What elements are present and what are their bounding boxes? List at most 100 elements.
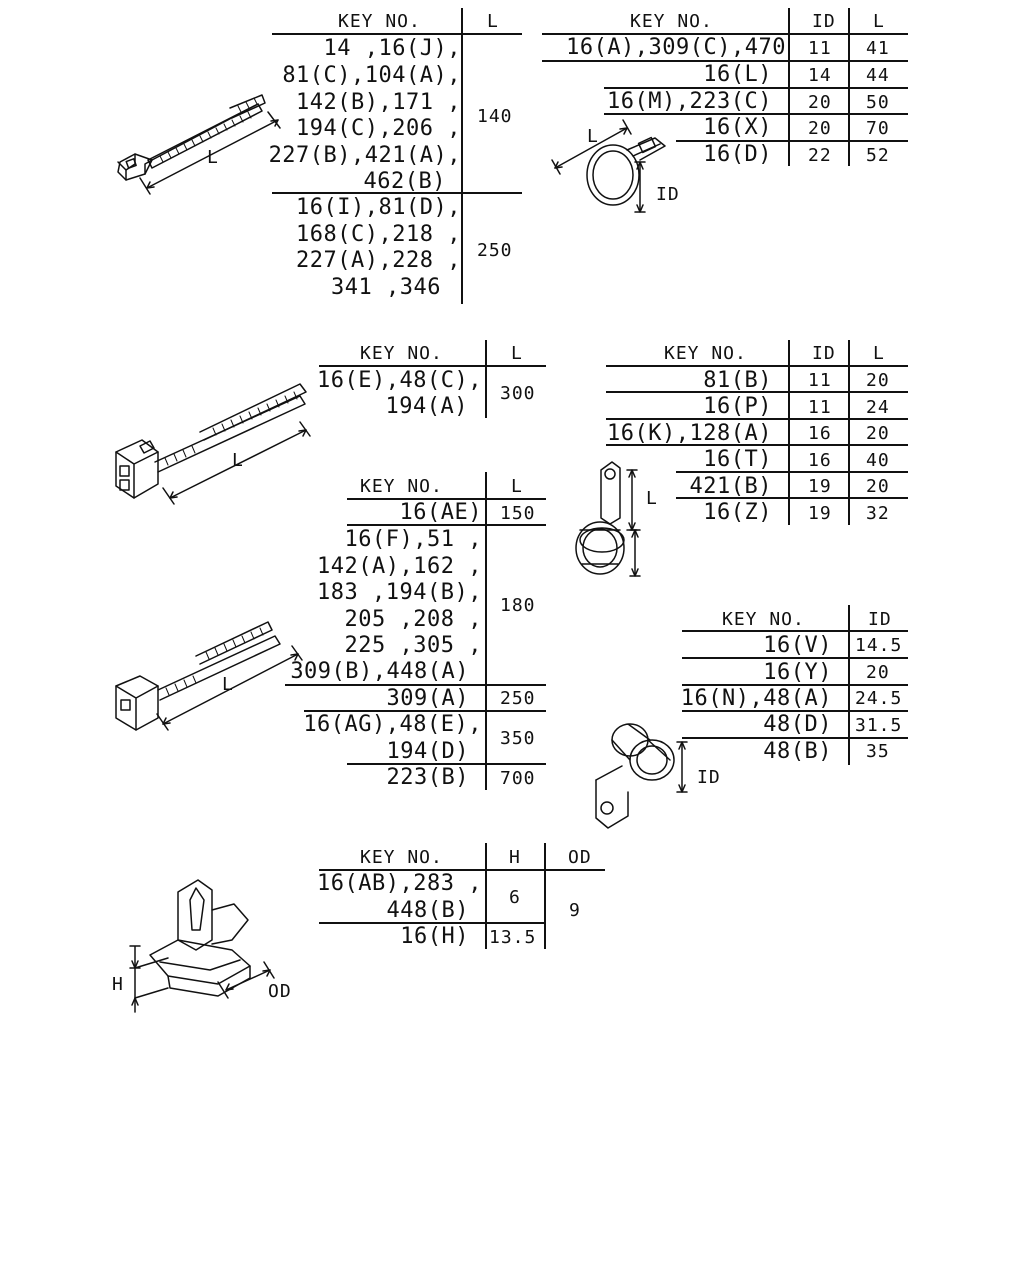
- clip2-od-label: OD: [268, 981, 292, 1002]
- clamp1-length-label: L: [587, 126, 599, 147]
- id-cell: 14: [808, 65, 832, 86]
- length-cell: 41: [866, 38, 890, 59]
- table-header-key: KEY NO.: [360, 847, 443, 868]
- key-cell: 16(I),81(D),: [296, 195, 461, 220]
- table-header-key: KEY NO.: [338, 11, 421, 32]
- id-cell: 11: [808, 370, 832, 391]
- key-cell: 16(M),223(C): [607, 89, 772, 114]
- id-cell: 22: [808, 145, 832, 166]
- key-cell: 16(D): [703, 142, 772, 167]
- table-header-l: L: [873, 343, 885, 364]
- height-cell: 6: [509, 887, 521, 908]
- key-cell: 309(A): [386, 686, 469, 711]
- key-cell: 309(B),448(A): [290, 659, 469, 684]
- table-header-id: ID: [868, 609, 892, 630]
- id-cell: 19: [808, 476, 832, 497]
- table-header-od: OD: [568, 847, 592, 868]
- key-cell: 16(AG),48(E),: [303, 712, 482, 737]
- length-cell: 250: [477, 240, 513, 261]
- key-cell: 227(A),228 ,: [296, 248, 461, 273]
- table-header-id: ID: [812, 343, 836, 364]
- key-cell: 194(A): [385, 394, 468, 419]
- length-cell: 20: [866, 476, 890, 497]
- table-header-key: KEY NO.: [722, 609, 805, 630]
- key-cell: 168(C),218 ,: [296, 222, 461, 247]
- key-cell: 16(Y): [763, 660, 832, 685]
- id-cell: 20: [866, 662, 890, 683]
- clip1-length-label: L: [646, 488, 658, 509]
- key-cell: 48(D): [763, 712, 832, 737]
- id-cell: 11: [808, 38, 832, 59]
- clip2-height-label: H: [112, 974, 124, 995]
- bracket-clamp-illustration: [595, 723, 688, 829]
- table-header-h: H: [509, 847, 521, 868]
- key-cell: 16(F),51 ,: [344, 527, 482, 552]
- table-header-key: KEY NO.: [630, 11, 713, 32]
- table-header-key: KEY NO.: [360, 476, 443, 497]
- length-cell: 300: [500, 383, 536, 404]
- key-cell: 16(N),48(A): [680, 686, 832, 711]
- length-cell: 700: [500, 768, 536, 789]
- key-cell: 194(C),206 ,: [296, 116, 461, 141]
- key-cell: 16(H): [400, 924, 469, 949]
- length-cell: 180: [500, 595, 536, 616]
- key-cell: 227(B),421(A),: [268, 143, 461, 168]
- key-cell: 183 ,194(B),: [317, 580, 482, 605]
- p-clip-illustration: [575, 461, 641, 577]
- key-cell: 16(Z): [703, 500, 772, 525]
- key-cell: 16(P): [703, 394, 772, 419]
- key-cell: 16(AE): [399, 500, 482, 525]
- length-cell: 24: [866, 397, 890, 418]
- key-cell: 16(A),309(C),470: [566, 35, 786, 60]
- length-cell: 140: [477, 106, 513, 127]
- table-header-l: L: [511, 476, 523, 497]
- od-cell: 9: [569, 900, 581, 921]
- key-cell: 81(B): [703, 368, 772, 393]
- table-header-l: L: [487, 11, 499, 32]
- key-cell: 205 ,208 ,: [344, 607, 482, 632]
- key-cell: 48(B): [763, 739, 832, 764]
- key-cell: 16(K),128(A): [607, 421, 772, 446]
- tie2-length-label: L: [232, 450, 244, 471]
- id-cell: 35: [866, 741, 890, 762]
- table-header-key: KEY NO.: [360, 343, 443, 364]
- round-clamp-illustration: [551, 119, 666, 213]
- key-cell: 142(A),162 ,: [317, 554, 482, 579]
- clamp2-id-label: ID: [697, 767, 721, 788]
- key-cell: 223(B): [386, 765, 469, 790]
- length-cell: 40: [866, 450, 890, 471]
- key-cell: 421(B): [689, 474, 772, 499]
- length-cell: 250: [500, 688, 536, 709]
- length-cell: 350: [500, 728, 536, 749]
- id-cell: 20: [808, 92, 832, 113]
- length-cell: 52: [866, 145, 890, 166]
- cable-tie-short-illustration: [117, 94, 281, 195]
- height-cell: 13.5: [489, 927, 537, 948]
- length-cell: 70: [866, 118, 890, 139]
- key-cell: 16(X): [703, 115, 772, 140]
- key-cell: 14 ,16(J),: [323, 36, 461, 61]
- cable-tie-long-illustration: [115, 621, 303, 731]
- cable-tie-boxed-illustration: [115, 383, 311, 505]
- length-cell: 150: [500, 503, 536, 524]
- clamp1-id-label: ID: [656, 184, 680, 205]
- tie3-length-label: L: [222, 674, 234, 695]
- key-cell: 462(B): [363, 169, 446, 194]
- key-cell: 448(B): [386, 898, 469, 923]
- key-cell: 16(V): [763, 633, 832, 658]
- id-cell: 16: [808, 423, 832, 444]
- key-cell: 225 ,305 ,: [344, 633, 482, 658]
- key-cell: 194(D): [386, 739, 469, 764]
- length-cell: 20: [866, 423, 890, 444]
- id-cell: 16: [808, 450, 832, 471]
- key-cell: 142(B),171 ,: [296, 90, 461, 115]
- push-clip-illustration: [129, 879, 275, 1013]
- key-cell: 81(C),104(A),: [282, 63, 461, 88]
- length-cell: 32: [866, 503, 890, 524]
- id-cell: 24.5: [855, 688, 903, 709]
- id-cell: 19: [808, 503, 832, 524]
- id-cell: 14.5: [855, 635, 903, 656]
- key-cell: 16(E),48(C),: [317, 368, 482, 393]
